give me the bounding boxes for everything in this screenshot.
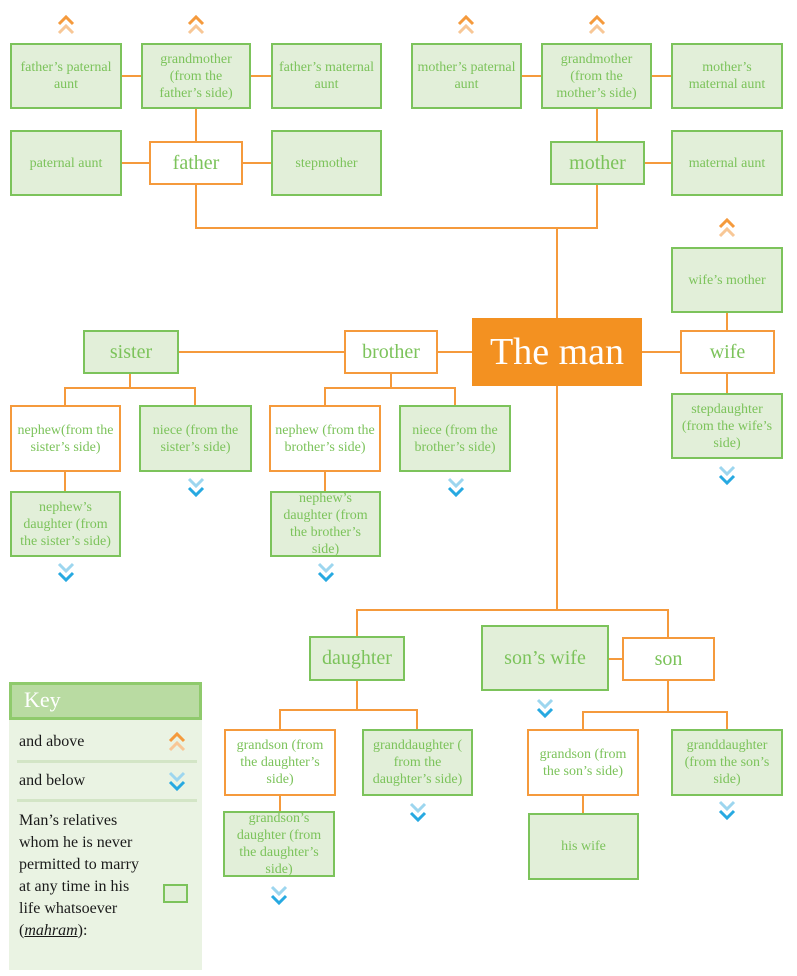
- legend-mahram-text: Man’s relatives whom he is never permitt…: [19, 812, 139, 939]
- node-wife: wife: [680, 330, 775, 374]
- node-nephew-sisters-side: nephew(from the sister’s side): [10, 405, 121, 472]
- double-chevron-up-icon: [718, 217, 736, 238]
- double-chevron-down-icon: [270, 885, 288, 906]
- legend-mahram-swatch: [163, 884, 188, 903]
- legend-divider: [17, 799, 197, 802]
- node-stepdaughter: stepdaughter (from the wife’s side): [671, 393, 783, 459]
- node-daughter: daughter: [309, 636, 405, 681]
- double-chevron-up-icon: [57, 14, 75, 35]
- node-stepmother: stepmother: [271, 130, 382, 196]
- node-grandmother-fathers-side: grandmother (from the father’s side): [141, 43, 251, 109]
- legend-and-above-label: and above: [19, 733, 85, 750]
- node-fathers-maternal-aunt: father’s maternal aunt: [271, 43, 382, 109]
- node-niece-sisters-side: niece (from the sister’s side): [139, 405, 252, 472]
- node-father: father: [149, 141, 243, 185]
- legend-and-below-label: and below: [19, 772, 86, 789]
- node-nephews-daughter-brothers-side: nephew’s daughter (from the brother’s si…: [270, 491, 381, 557]
- legend-mahram-word: mahram: [24, 922, 78, 939]
- node-mothers-maternal-aunt: mother’s maternal aunt: [671, 43, 783, 109]
- legend-mahram-suffix: ):: [77, 922, 88, 939]
- double-chevron-down-icon: [718, 800, 736, 821]
- node-wifes-mother: wife’s mother: [671, 247, 783, 313]
- node-grandson-daughters-side: grandson (from the daughter’s side): [224, 729, 336, 796]
- node-sister: sister: [83, 330, 179, 374]
- double-chevron-down-icon: [187, 477, 205, 498]
- legend: Key and above and below Man’s relatives …: [9, 682, 202, 970]
- double-chevron-up-icon: [588, 14, 606, 35]
- node-granddaughter-sons-side: granddaughter (from the son’s side): [671, 729, 783, 796]
- double-chevron-down-icon: [536, 698, 554, 719]
- double-chevron-down-icon: [57, 562, 75, 583]
- node-nephews-daughter-sisters-side: nephew’s daughter (from the sister’s sid…: [10, 491, 121, 557]
- legend-mahram-description: Man’s relatives whom he is never permitt…: [19, 810, 139, 942]
- node-grandmother-mothers-side: grandmother (from the mother’s side): [541, 43, 652, 109]
- double-chevron-up-icon: [457, 14, 475, 35]
- node-niece-brothers-side: niece (from the brother’s side): [399, 405, 511, 472]
- double-chevron-up-icon: [187, 14, 205, 35]
- node-grandson-sons-side: grandson (from the son’s side): [527, 729, 639, 796]
- node-grandsons-daughter: grandson’s daughter (from the daughter’s…: [223, 811, 335, 877]
- node-fathers-paternal-aunt: father’s paternal aunt: [10, 43, 122, 109]
- node-sons-wife: son’s wife: [481, 625, 609, 691]
- node-mothers-paternal-aunt: mother’s paternal aunt: [411, 43, 522, 109]
- node-maternal-aunt: maternal aunt: [671, 130, 783, 196]
- double-chevron-down-icon: [447, 477, 465, 498]
- double-chevron-down-icon: [168, 771, 186, 792]
- double-chevron-down-icon: [317, 562, 335, 583]
- node-brother: brother: [344, 330, 438, 374]
- node-the-man: The man: [472, 318, 642, 386]
- double-chevron-up-icon: [168, 731, 186, 752]
- double-chevron-down-icon: [718, 465, 736, 486]
- legend-divider: [17, 760, 197, 763]
- node-mother: mother: [550, 141, 645, 185]
- node-paternal-aunt: paternal aunt: [10, 130, 122, 196]
- double-chevron-down-icon: [409, 802, 427, 823]
- node-nephew-brothers-side: nephew (from the brother’s side): [269, 405, 381, 472]
- node-granddaughter-daughters-side: granddaughter ( from the daughter’s side…: [362, 729, 473, 796]
- node-son: son: [622, 637, 715, 681]
- node-his-wife: his wife: [528, 813, 639, 880]
- legend-title: Key: [9, 682, 202, 720]
